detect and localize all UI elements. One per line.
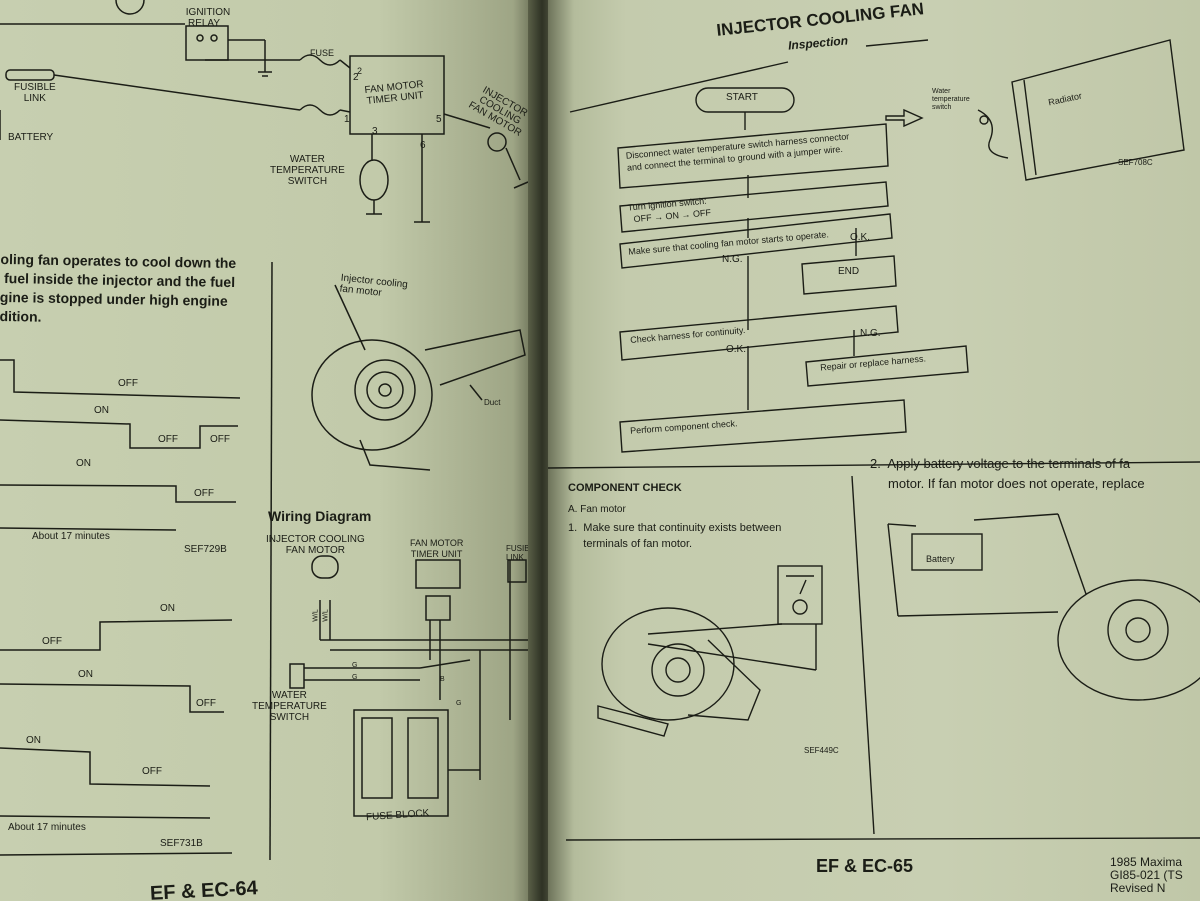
flow-start: START [726,92,758,103]
pin-6: 6 [420,140,426,151]
pin-1: 1 [344,114,350,125]
chart2-code: SEF731B [160,838,203,849]
wd-water-switch-label: WATER TEMPERATURE SWITCH [252,690,327,723]
apply-voltage-step: 2. Apply battery voltage to the terminal… [870,456,1145,491]
chart1-label-off-4: OFF [194,488,214,499]
chart1-code: SEF729B [184,544,227,555]
wd-fuse-block [353,709,449,817]
fan-motor-symbol [487,132,507,152]
chart1-label-off-1: OFF [118,378,138,389]
duct-label: Duct [484,398,501,407]
battery-label: BATTERY [8,132,54,143]
radiator-code: SEF708C [1118,158,1153,167]
fuse-symbol [299,54,341,66]
component-check-code: SEF449C [804,746,839,755]
chart2-label-on-3: ON [26,735,41,746]
flow-step1-box [617,123,889,189]
fan-housing [311,339,433,451]
timing-line-5 [0,683,224,713]
wd-fan-motor [311,555,339,579]
component-check-title: COMPONENT CHECK [568,482,682,494]
manual-footer: 1985 Maxima GI85-021 (TS Revised N [1110,855,1183,895]
chart2-label-on-2: ON [78,669,93,680]
chart1-label-on-1: ON [94,405,109,416]
wd-wire-g-3: G [456,700,462,707]
component-check-item-1: 1. Make sure that continuity exists betw… [568,522,782,550]
right-page-number: EF & EC-65 [816,856,914,876]
fuse-label: FUSE [310,48,334,58]
battery-test-fan [1057,579,1200,701]
timing-line-4 [0,619,233,651]
wd-wire-g-1: G [352,662,358,669]
chart1-duration: About 17 minutes [32,531,110,542]
wd-fusible-link-label: FUSIBLE LINK [506,544,540,562]
chart2-label-off-3: OFF [142,766,162,777]
timing-line-1 [0,359,241,399]
chart2-label-off-1: OFF [42,636,62,647]
flow-end: END [838,266,860,277]
flow-end-box [801,255,897,295]
circuit-pin-2: 2 [357,66,362,76]
chart2-duration: About 17 minutes [8,822,86,833]
chart2-label-off-2: OFF [196,698,216,709]
pin-5: 5 [436,114,442,125]
fan-description: oling fan operates to cool down the fuel… [0,250,237,325]
wd-timer-unit [415,559,461,589]
chart2-label-on-1: ON [160,603,175,614]
right-page-diagrams [548,39,1200,841]
flow-repair-box [805,345,969,387]
flow-arrow-right [885,108,924,128]
component-check-item-a: A. Fan motor [568,504,626,515]
ohm-meter [777,565,823,625]
timing-line-3 [0,484,236,503]
component-fan-motor [601,607,735,721]
ignition-relay-box [185,25,229,61]
pin-2: 2 [353,72,359,83]
wd-timer-unit-label: FAN MOTOR TIMER UNIT [410,538,464,559]
chart1-label-on-2: ON [76,458,91,469]
wd-wire-g-2: G [352,674,358,681]
battery-box [911,533,983,571]
chart1-label-off-2: OFF [158,434,178,445]
water-switch-label: WATER TEMPERATURE SWITCH [270,154,345,187]
fusible-link-label: FUSIBLE LINK [14,82,56,104]
flow-step4-box [619,305,899,361]
flow-ng-2: N.G. [860,328,881,339]
timer-unit-box [349,55,445,135]
flow-step3-box [619,213,893,269]
flow-ok-2: O.K. [726,344,747,355]
fusible-link-symbol [5,69,55,81]
right-page: INJECTOR COOLING FAN Inspection START Di… [548,0,1200,901]
wd-wire-wl-2: W/L [322,609,330,622]
wiring-diagram-title: Wiring Diagram [268,508,372,524]
flow-ng-1: N.G. [722,254,743,265]
radiator-body [1011,39,1185,181]
flow-step5-box [619,399,907,453]
flow-ok-1: O.K. [850,232,871,243]
radiator-water-switch [979,115,989,125]
pin-3: 3 [372,126,378,137]
wd-water-switch [289,663,305,689]
fan-duct [424,329,526,386]
wd-wire-b: B [440,676,445,683]
wd-fan-motor-label: INJECTOR COOLING FAN MOTOR [266,534,365,556]
circuit-top-circle [115,0,145,15]
timing-line-2 [0,419,238,449]
radiator-switch-label: Water temperature switch [932,88,970,111]
battery-label-right: Battery [926,554,955,564]
water-switch-symbol [359,159,389,201]
wd-wire-wl-1: W/L [312,609,320,622]
flow-step2-box [619,181,889,233]
chart1-label-off-3: OFF [210,434,230,445]
timing-line-6 [0,747,211,787]
